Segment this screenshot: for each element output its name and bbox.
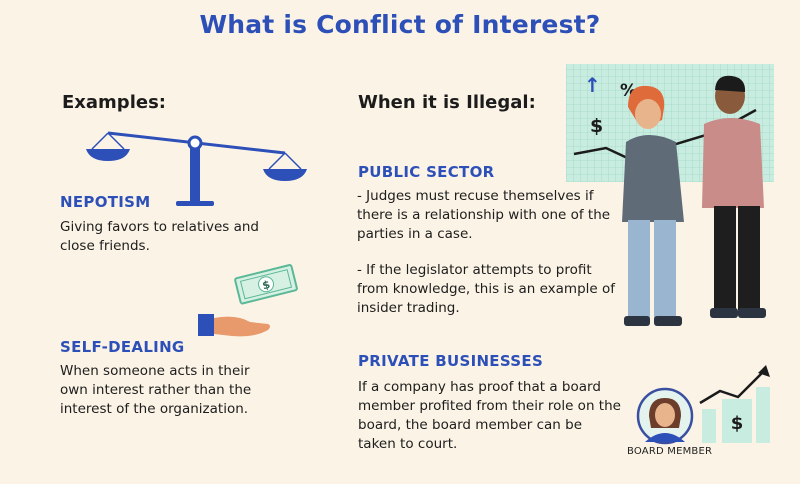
public-sector-bullet-judges: - Judges must recuse themselves if there… [357, 188, 611, 242]
up-arrow-icon: ↑ [584, 73, 601, 97]
private-businesses-description: If a company has proof that a board memb… [358, 379, 621, 452]
public-sector-bullet-legislator: - If the legislator attempts to profit f… [357, 262, 615, 316]
private-businesses-title: PRIVATE BUSINESSES [358, 352, 544, 370]
board-member-avatar [636, 387, 694, 445]
person-thinking-icon [622, 85, 684, 326]
hand-icon [198, 314, 270, 337]
scale-icon [86, 131, 307, 206]
money-dollar-sign: $ [261, 278, 272, 292]
page-title: What is Conflict of Interest? [199, 10, 601, 39]
board-member-label: BOARD MEMBER [627, 446, 713, 457]
self-dealing-title: SELF-DEALING [60, 338, 185, 356]
dollar-icon: $ [590, 115, 603, 137]
illegal-heading: When it is Illegal: [358, 92, 536, 113]
growth-dollar-icon: $ [731, 413, 744, 434]
growth-chart-icon: $ [699, 365, 770, 443]
person-standing-icon [702, 75, 766, 318]
nepotism-description: Giving favors to relatives and close fri… [60, 219, 260, 254]
examples-heading: Examples: [62, 92, 166, 113]
money-bill-icon: $ [234, 264, 298, 305]
nepotism-title: NEPOTISM [60, 193, 151, 211]
chart-board-illustration: ↑ % $ [566, 64, 774, 326]
self-dealing-description: When someone acts in their own interest … [60, 363, 252, 417]
public-sector-title: PUBLIC SECTOR [358, 163, 495, 181]
